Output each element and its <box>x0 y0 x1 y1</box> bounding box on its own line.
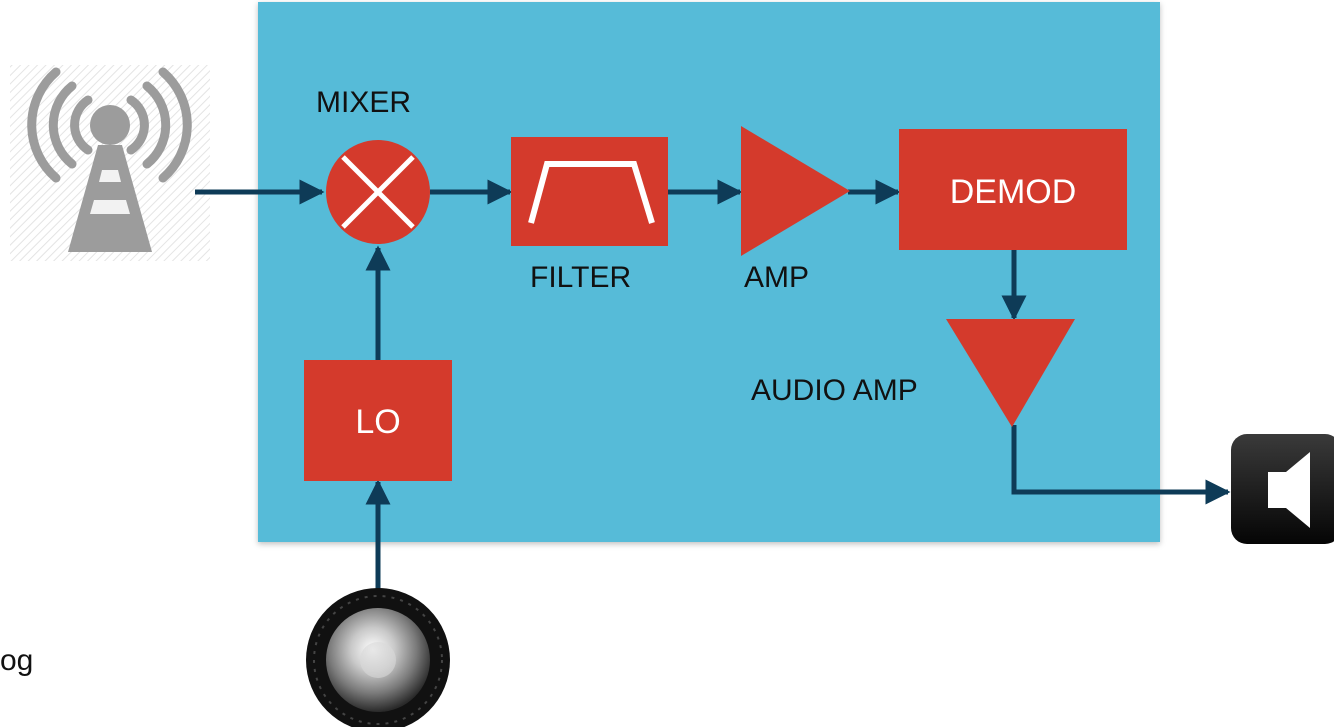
wire-audio-amp-to-speaker <box>1011 425 1231 505</box>
demod-block <box>899 129 1127 250</box>
mixer-block <box>326 140 430 244</box>
side-text: og <box>0 644 33 677</box>
mixer-label: MIXER <box>316 86 411 119</box>
lo-block <box>304 360 452 481</box>
tuning-knob-icon <box>306 588 450 727</box>
amp-block <box>741 126 850 256</box>
audio-amp-block <box>946 319 1075 427</box>
radio-tower-icon <box>10 65 210 261</box>
demod-label: DEMOD <box>950 173 1077 211</box>
speaker-icon <box>1231 434 1334 544</box>
amp-label: AMP <box>744 261 809 294</box>
filter-block <box>511 137 668 246</box>
audio-amp-label: AUDIO AMP <box>751 374 918 407</box>
lo-label: LO <box>355 403 400 441</box>
filter-label: FILTER <box>530 261 631 294</box>
